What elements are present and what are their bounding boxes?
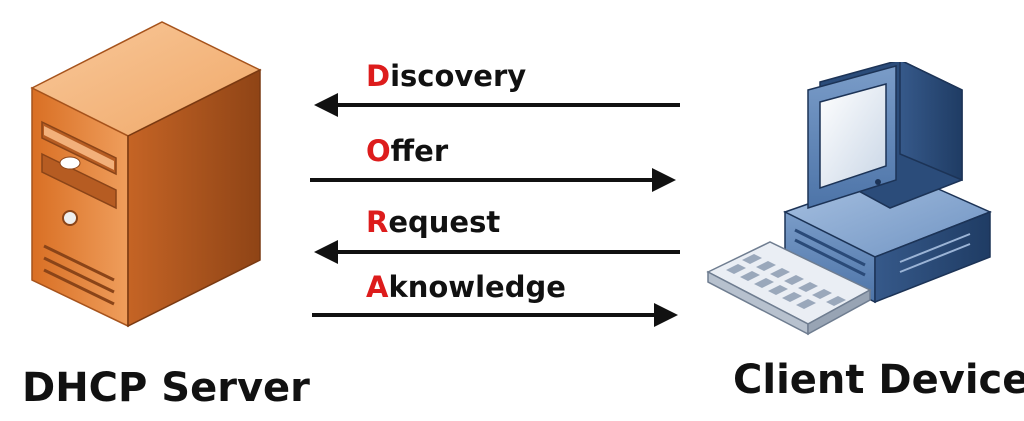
message-rest: knowledge xyxy=(388,270,566,304)
server-caption: DHCP Server xyxy=(22,365,310,411)
message-label-request: Request xyxy=(366,208,500,237)
message-initial: A xyxy=(366,270,389,304)
message-label-offer: Offer xyxy=(366,137,448,166)
message-rest: iscovery xyxy=(390,59,527,93)
server-tower-icon xyxy=(20,18,270,333)
message-initial: R xyxy=(366,205,389,239)
message-label-discovery: Discovery xyxy=(366,62,526,91)
message-initial: O xyxy=(366,134,391,168)
message-label-aknowledge: Aknowledge xyxy=(366,273,566,302)
message-rest: equest xyxy=(388,205,501,239)
client-caption: Client Device xyxy=(733,357,1024,403)
message-initial: D xyxy=(366,59,391,93)
message-rest: ffer xyxy=(390,134,449,168)
desktop-computer-icon xyxy=(700,58,1010,362)
